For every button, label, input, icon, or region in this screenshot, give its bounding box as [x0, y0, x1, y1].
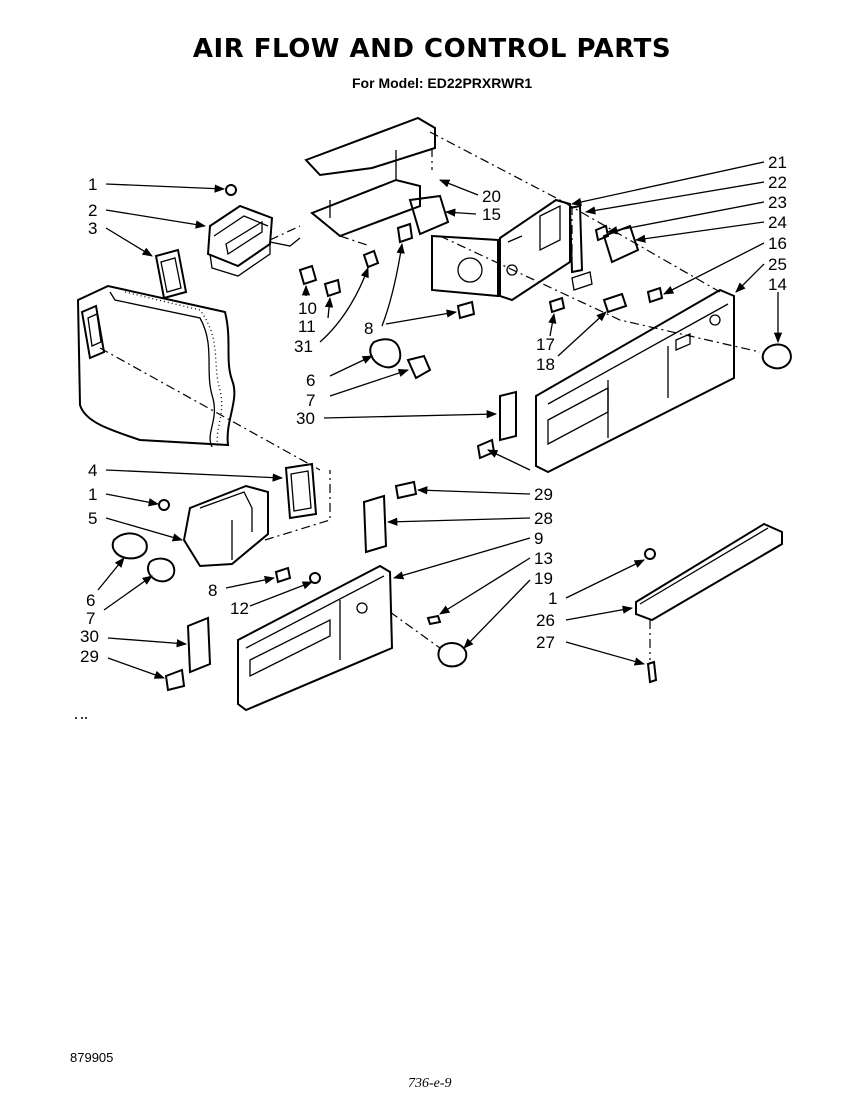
callout-22: 22 [768, 173, 787, 192]
handwritten-note: 736-e-9 [408, 1076, 452, 1091]
compartment-liner [76, 284, 236, 448]
part-30-bracket [499, 390, 517, 442]
callout-21: 21 [768, 153, 787, 172]
part-19-knob [437, 642, 468, 668]
fresh-food-control-housing [111, 462, 468, 712]
part-9-panel [237, 564, 394, 712]
callout-17: 17 [536, 335, 555, 354]
diagram-title: AIR FLOW AND CONTROL PARTS [192, 34, 672, 64]
callout-19: 19 [534, 569, 553, 588]
part-29-clip [394, 480, 418, 500]
callout-5: 5 [88, 509, 97, 528]
callout-1c: 1 [548, 589, 557, 608]
callout-3: 3 [88, 219, 97, 238]
stray-marks [75, 717, 87, 719]
callout-9: 9 [534, 529, 543, 548]
callout-26: 26 [536, 611, 555, 630]
callout-6: 6 [306, 371, 315, 390]
part-14-panel [535, 288, 735, 474]
callout-13: 13 [534, 549, 553, 568]
callout-14: 14 [768, 275, 787, 294]
part-2-control-housing [154, 184, 380, 300]
callout-4: 4 [88, 461, 97, 480]
freezer-control-assembly [476, 198, 792, 474]
part-1-screw [225, 184, 237, 196]
part-30-bracket-lower [186, 616, 212, 674]
air-duct-assembly [304, 116, 499, 380]
callout-30: 30 [296, 409, 315, 428]
part-28-bracket [362, 494, 388, 554]
callout-labels: 1 2 3 10 11 31 8 6 7 30 21 22 20 15 23 2… [80, 153, 787, 666]
callout-23: 23 [768, 193, 787, 212]
callout-29b: 29 [80, 647, 99, 666]
callout-8b: 8 [208, 581, 217, 600]
callout-16: 16 [768, 234, 787, 253]
callout-7: 7 [306, 391, 315, 410]
callout-11: 11 [298, 317, 316, 336]
callout-leaders [97, 161, 783, 679]
callout-29: 29 [534, 485, 553, 504]
callout-6b: 6 [86, 591, 95, 610]
part-15-damper [408, 194, 450, 236]
callout-28: 28 [534, 509, 553, 528]
callout-15: 15 [482, 205, 501, 224]
part-7-socket [406, 354, 432, 380]
part-3-gasket [154, 248, 188, 300]
part-29-clip-lower [164, 668, 186, 692]
part-6-bulb [369, 338, 402, 369]
callout-24: 24 [768, 213, 787, 232]
callout-18: 18 [536, 355, 555, 374]
document-number: 879905 [70, 1050, 114, 1065]
callout-10: 10 [298, 299, 317, 318]
callout-2: 2 [88, 201, 97, 220]
trim-strip-assembly [635, 522, 783, 684]
callout-8: 8 [364, 319, 373, 338]
part-27-screw [646, 660, 658, 684]
callout-27: 27 [536, 633, 555, 652]
part-14-knob [761, 343, 792, 370]
callout-7b: 7 [86, 609, 95, 628]
part-6-bulb-lower [111, 532, 148, 560]
callout-25: 25 [768, 255, 787, 274]
callout-1: 1 [88, 175, 97, 194]
callout-30b: 30 [80, 627, 99, 646]
callout-31: 31 [294, 337, 313, 356]
alignment-lines [99, 131, 761, 660]
part-4-gasket [284, 462, 318, 520]
part-26-strip [635, 522, 783, 622]
part-1-screw-lower [158, 499, 170, 511]
bracket-assembly [362, 480, 418, 554]
model-subtitle: For Model: ED22PRXRWR1 [352, 75, 533, 91]
callout-12: 12 [230, 599, 249, 618]
callout-1b: 1 [88, 485, 97, 504]
part-7-socket-lower [147, 557, 176, 583]
callout-20: 20 [482, 187, 501, 206]
